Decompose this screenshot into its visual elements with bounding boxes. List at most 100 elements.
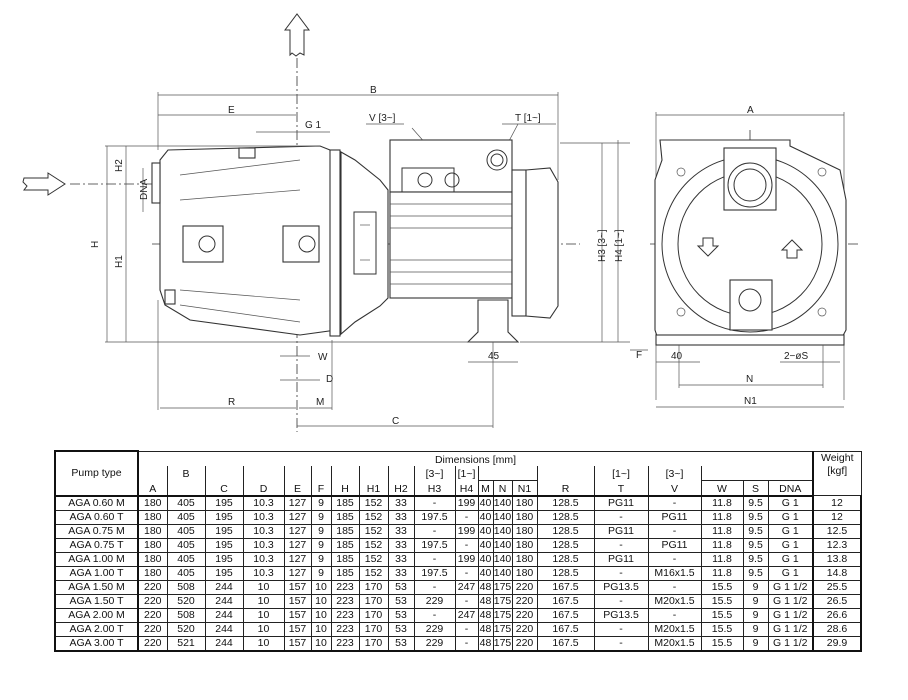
cell-b: 405 bbox=[166, 537, 206, 553]
cell-n1: 220 bbox=[511, 621, 538, 637]
cell-r: 167.5 bbox=[536, 621, 595, 637]
cell-h3: 229 bbox=[413, 593, 456, 609]
cell-h: 185 bbox=[330, 523, 360, 539]
cell-h1: 170 bbox=[358, 579, 389, 595]
cell-h4: 199 bbox=[454, 551, 479, 567]
dim-label-w: W bbox=[318, 352, 328, 363]
header-h4-phase: [1~] bbox=[454, 465, 479, 480]
cell-t: PG11 bbox=[593, 495, 649, 511]
cell-a: 220 bbox=[137, 579, 168, 595]
cell-weight: 12.3 bbox=[812, 537, 862, 553]
cell-dna: G 1 bbox=[767, 537, 814, 553]
cell-t: - bbox=[593, 621, 649, 637]
cell-n1: 180 bbox=[511, 523, 538, 539]
cell-r: 128.5 bbox=[536, 537, 595, 553]
header-v-phase: [3~] bbox=[647, 465, 702, 480]
cell-a: 220 bbox=[137, 635, 168, 652]
cell-t: - bbox=[593, 537, 649, 553]
dimensions-table-container: Pump type Dimensions [mm] Weight [kgf] B… bbox=[54, 450, 862, 652]
header-b: B bbox=[166, 465, 206, 480]
cell-h3: - bbox=[413, 607, 456, 623]
cell-weight: 29.9 bbox=[812, 635, 862, 652]
cell-n1: 180 bbox=[511, 495, 538, 511]
cell-m: 48 bbox=[477, 579, 494, 595]
cell-pump-type: AGA 2.00 M bbox=[54, 607, 139, 623]
cell-h4: - bbox=[454, 509, 479, 525]
header-weight: Weight [kgf] bbox=[812, 450, 862, 496]
cell-f: 9 bbox=[310, 537, 332, 553]
dim-label-a: A bbox=[747, 105, 754, 116]
cell-h: 223 bbox=[330, 635, 360, 652]
cell-h1: 170 bbox=[358, 635, 389, 652]
cell-t: PG11 bbox=[593, 523, 649, 539]
header-f: F bbox=[310, 480, 332, 497]
cell-s: 9.5 bbox=[742, 565, 769, 581]
cell-c: 195 bbox=[204, 509, 244, 525]
cell-a: 180 bbox=[137, 523, 168, 539]
cell-v: PG11 bbox=[647, 537, 702, 553]
cell-h2: 33 bbox=[387, 509, 415, 525]
cell-m: 40 bbox=[477, 551, 494, 567]
cell-a: 220 bbox=[137, 621, 168, 637]
cell-m: 48 bbox=[477, 635, 494, 652]
cell-s: 9 bbox=[742, 579, 769, 595]
cell-d: 10.3 bbox=[242, 495, 285, 511]
cell-n: 140 bbox=[492, 523, 513, 539]
cell-n1: 180 bbox=[511, 509, 538, 525]
cell-h1: 152 bbox=[358, 565, 389, 581]
cell-n1: 180 bbox=[511, 551, 538, 567]
dimensions-table: Pump type Dimensions [mm] Weight [kgf] B… bbox=[54, 450, 862, 652]
label-v-3phase: V [3~] bbox=[369, 113, 396, 124]
dim-label-2-os: 2−øS bbox=[784, 351, 809, 362]
cell-weight: 26.6 bbox=[812, 607, 862, 623]
cell-b: 405 bbox=[166, 495, 206, 511]
cell-h4: 247 bbox=[454, 607, 479, 623]
header-c: C bbox=[204, 480, 244, 497]
cell-w: 11.8 bbox=[700, 509, 744, 525]
cell-d: 10 bbox=[242, 635, 285, 652]
cell-pump-type: AGA 2.00 T bbox=[54, 621, 139, 637]
header-pump-type: Pump type bbox=[54, 450, 139, 497]
dim-label-h1: H1 bbox=[114, 255, 125, 268]
cell-h2: 33 bbox=[387, 523, 415, 539]
cell-f: 10 bbox=[310, 579, 332, 595]
cell-f: 9 bbox=[310, 565, 332, 581]
cell-r: 128.5 bbox=[536, 523, 595, 539]
cell-s: 9 bbox=[742, 635, 769, 652]
header-m: M bbox=[477, 479, 494, 497]
cell-e: 157 bbox=[283, 579, 312, 595]
cell-e: 157 bbox=[283, 635, 312, 652]
cell-v: M16x1.5 bbox=[647, 565, 702, 581]
cell-v: - bbox=[647, 607, 702, 623]
cell-pump-type: AGA 1.00 M bbox=[54, 551, 139, 567]
cell-r: 167.5 bbox=[536, 579, 595, 595]
cell-f: 9 bbox=[310, 551, 332, 567]
cell-h4: - bbox=[454, 537, 479, 553]
cell-s: 9.5 bbox=[742, 523, 769, 539]
header-d: D bbox=[242, 480, 285, 497]
cell-v: - bbox=[647, 579, 702, 595]
cell-n1: 180 bbox=[511, 537, 538, 553]
cell-f: 9 bbox=[310, 509, 332, 525]
cell-s: 9.5 bbox=[742, 551, 769, 567]
cell-e: 157 bbox=[283, 593, 312, 609]
cell-s: 9.5 bbox=[742, 509, 769, 525]
cell-v: - bbox=[647, 495, 702, 511]
dim-label-h4: H4 [1~] bbox=[614, 229, 625, 262]
header-s: S bbox=[742, 479, 769, 497]
cell-dna: G 1 bbox=[767, 551, 814, 567]
cell-d: 10.3 bbox=[242, 509, 285, 525]
cell-d: 10.3 bbox=[242, 565, 285, 581]
cell-h: 185 bbox=[330, 509, 360, 525]
cell-w: 15.5 bbox=[700, 621, 744, 637]
cell-s: 9.5 bbox=[742, 537, 769, 553]
cell-weight: 25.5 bbox=[812, 579, 862, 595]
cell-h: 185 bbox=[330, 495, 360, 511]
cell-n1: 220 bbox=[511, 607, 538, 623]
cell-w: 15.5 bbox=[700, 579, 744, 595]
